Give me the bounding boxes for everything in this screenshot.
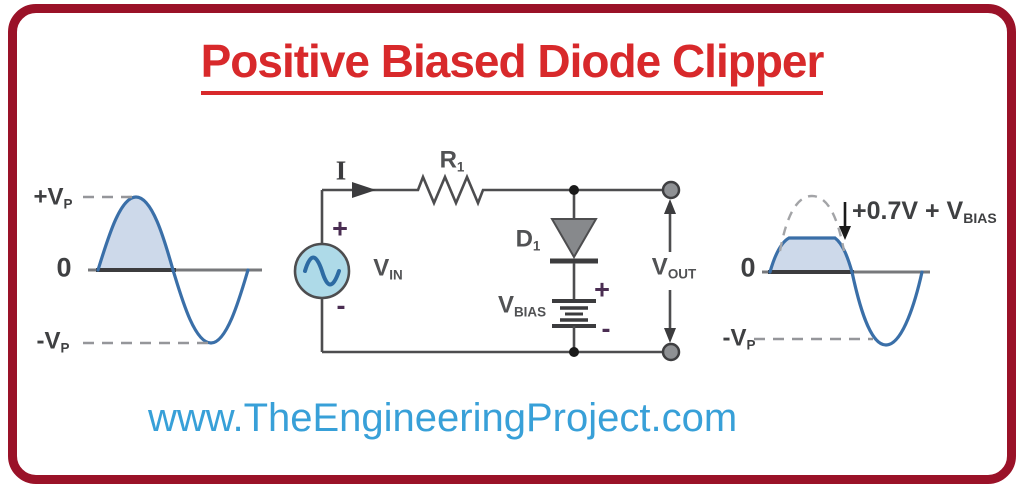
- page-title: Positive Biased Diode Clipper: [0, 34, 1024, 95]
- vbias-label: VBIAS: [497, 291, 547, 320]
- input-sine-curve: [96, 195, 250, 345]
- clipped-peak-dashed-arc: [778, 194, 846, 252]
- clip-level-arrowhead: [839, 226, 851, 240]
- output-terminal-top: [661, 180, 681, 200]
- clip-level-label: +0.7V + VBIAS: [852, 196, 997, 227]
- diode-label: D1: [515, 225, 541, 254]
- vout-up-arrowhead: [664, 199, 676, 214]
- input-positive-halfcycle-fill: [98, 197, 173, 270]
- page-title-text: Positive Biased Diode Clipper: [200, 34, 824, 95]
- battery-vbias-symbol: [552, 299, 596, 328]
- source-minus-sign: -: [336, 290, 346, 321]
- resistor-r1-zigzag: [410, 173, 487, 207]
- input-peak-label: +VP: [33, 183, 73, 212]
- input-waveform: [83, 195, 262, 345]
- ac-source-sine-icon: [303, 255, 341, 287]
- current-label: I: [335, 155, 347, 186]
- bias-minus-sign: -: [601, 313, 611, 344]
- source-plus-sign: +: [332, 213, 348, 244]
- bias-plus-sign: +: [594, 274, 610, 305]
- clipper-circuit: [293, 173, 681, 362]
- junction-dot-bottom: [569, 347, 579, 357]
- diode-d1-triangle: [550, 218, 598, 259]
- output-waveform: [754, 194, 930, 347]
- output-clipped-fill: [770, 238, 852, 272]
- output-clipped-curve: [768, 236, 924, 347]
- junction-dot-top: [569, 185, 579, 195]
- current-direction-arrow: [352, 182, 376, 198]
- vin-label: VIN: [373, 254, 403, 283]
- vout-down-arrowhead: [664, 328, 676, 343]
- input-trough-label: -VP: [36, 327, 70, 356]
- resistor-label: R1: [439, 146, 465, 175]
- vout-label: VOUT: [651, 253, 697, 282]
- output-zero-label: 0: [740, 252, 756, 283]
- output-terminal-bottom: [661, 342, 681, 362]
- output-trough-label: -VP: [722, 324, 756, 353]
- website-watermark: www.TheEngineeringProject.com: [148, 396, 738, 440]
- input-zero-label: 0: [56, 252, 72, 283]
